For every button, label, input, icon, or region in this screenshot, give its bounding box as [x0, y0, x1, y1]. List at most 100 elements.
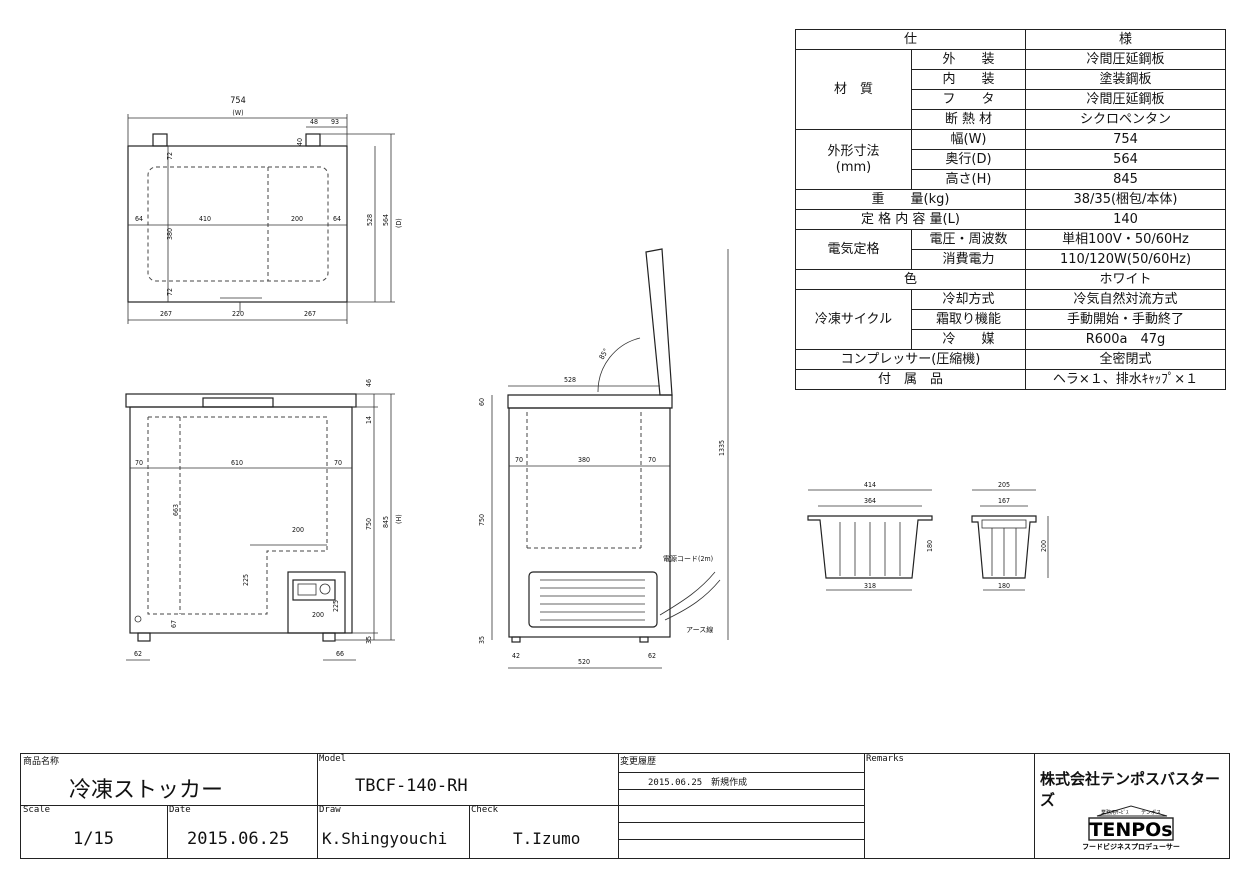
dim-46: 46: [365, 379, 373, 387]
model-number: TBCF-140-RH: [355, 776, 468, 796]
history-row: 2015.06.25 新規作成: [618, 772, 864, 789]
tenpos-logo: 業務用ｻｰﾋﾞｽ テンポス TENPOs フードビジネスプロデューサー: [1079, 800, 1183, 852]
dim-564-sub: (D): [395, 218, 403, 228]
company-cell: 株式会社テンポスバスターズ 業務用ｻｰﾋﾞｽ テンポス TENPOs フードビジ…: [1034, 754, 1229, 858]
title-block: 商品名称 冷凍ストッカー Model TBCF-140-RH 変更履歴 2015…: [20, 753, 1230, 859]
spec-value: 845: [1025, 169, 1226, 190]
product-name: 冷凍ストッカー: [69, 778, 224, 803]
spec-label: 冷却方式: [911, 289, 1026, 310]
dim-72-bottom: 72: [166, 288, 174, 296]
dim-564: 564: [382, 214, 390, 226]
spec-label: 電圧・周波数: [911, 229, 1026, 250]
dim-528: 528: [366, 214, 374, 226]
model-caption: Model: [319, 754, 347, 764]
dim-62: 62: [134, 650, 142, 658]
dim-64-right: 64: [333, 215, 341, 223]
logo-sub: フードビジネスプロデューサー: [1082, 842, 1180, 851]
history-cell: 変更履歴: [618, 754, 864, 772]
basket-dim-180: 180: [926, 540, 934, 552]
spec-value: 110/120W(50/60Hz): [1025, 249, 1226, 270]
basket-side-dim-167: 167: [998, 497, 1010, 505]
dim-845: 845: [382, 516, 390, 528]
vent-grille: [540, 579, 645, 621]
date-cell: Date 2015.06.25: [167, 805, 317, 858]
spec-label: 消費電力: [911, 249, 1026, 270]
product-caption: 商品名称: [23, 757, 60, 767]
accessories-label: 付 属 品: [795, 369, 1026, 390]
product-cell: 商品名称 冷凍ストッカー: [21, 754, 317, 805]
basket-dim-414: 414: [864, 481, 876, 489]
logo-top-left: 業務用ｻｰﾋﾞｽ: [1101, 809, 1129, 816]
side-dim-42: 42: [512, 652, 520, 660]
compressor-value: 全密閉式: [1025, 349, 1226, 370]
dim-70-left: 70: [135, 459, 143, 467]
spec-value: シクロペンタン: [1025, 109, 1226, 130]
dimensions-group: 外形寸法 (mm): [795, 129, 912, 190]
basket-side-dim-200: 200: [1040, 540, 1048, 552]
spec-value: 564: [1025, 149, 1226, 170]
side-dim-528: 528: [564, 376, 576, 384]
dimensions-group-unit: (mm): [835, 159, 872, 175]
cycle-group: 冷凍サイクル: [795, 289, 912, 350]
spec-label: 外 装: [911, 49, 1026, 70]
dim-410: 410: [199, 215, 211, 223]
spec-value: R600a 47g: [1025, 329, 1226, 350]
scale-value: 1/15: [73, 829, 114, 849]
dim-67: 67: [170, 620, 178, 628]
compressor-label: コンプレッサー(圧縮機): [795, 349, 1026, 370]
dim-66: 66: [336, 650, 344, 658]
spec-label: フ タ: [911, 89, 1026, 110]
basket-dim-318: 318: [864, 582, 876, 590]
basket-side-dim-180: 180: [998, 582, 1010, 590]
logo-text: TENPOs: [1089, 819, 1172, 841]
dim-225-b: 225: [332, 600, 340, 612]
spec-value: 手動開始・手動終了: [1025, 309, 1226, 330]
accessories-value: ヘラ×１、排水ｷｬｯﾌﾟ×１: [1025, 369, 1226, 390]
spec-label: 霜取り機能: [911, 309, 1026, 330]
spec-value: 754: [1025, 129, 1226, 150]
history-caption: 変更履歴: [620, 757, 657, 767]
dim-200-a: 200: [292, 526, 304, 534]
spec-label: 断 熱 材: [911, 109, 1026, 130]
dim-754-sub: (W): [232, 109, 243, 117]
spec-value: 冷気自然対流方式: [1025, 289, 1226, 310]
dim-267-right: 267: [304, 310, 316, 318]
spec-label: 内 装: [911, 69, 1026, 90]
basket-side-view: 205 167 180 200: [971, 481, 1049, 591]
materials-group: 材 質: [795, 49, 912, 130]
weight-label: 重 量(kg): [795, 189, 1026, 210]
scale-cell: Scale 1/15: [21, 805, 167, 858]
dim-35: 35: [365, 636, 373, 644]
dim-200-b: 200: [312, 611, 324, 619]
spec-header-right: 様: [1025, 29, 1226, 50]
side-dim-520: 520: [578, 658, 590, 666]
electric-group: 電気定格: [795, 229, 912, 270]
basket-dim-364: 364: [864, 497, 876, 505]
side-dim-70-left: 70: [515, 456, 523, 464]
dim-267-left: 267: [160, 310, 172, 318]
weight-value: 38/35(梱包/本体): [1025, 189, 1226, 210]
dim-72-top: 72: [166, 152, 174, 160]
spec-table: 仕 様 材 質 外 装 冷間圧延鋼板 内 装 塗装鋼板 フ タ 冷間圧延鋼板 断…: [795, 29, 1226, 390]
spec-value: 単相100V・50/60Hz: [1025, 229, 1226, 250]
draw-caption: Draw: [319, 805, 341, 815]
dim-220: 220: [232, 310, 244, 318]
top-view: 754 (W) 48 93 40 72 380 72 64 410 200 64…: [127, 96, 403, 324]
color-value: ホワイト: [1025, 269, 1226, 290]
earth-label: アース線: [686, 625, 713, 634]
dim-750: 750: [365, 518, 373, 530]
side-dim-750: 750: [478, 514, 486, 526]
check-value: T.Izumo: [513, 829, 581, 848]
dim-14: 14: [365, 416, 373, 424]
dim-93: 93: [331, 118, 339, 126]
spec-value: 冷間圧延鋼板: [1025, 49, 1226, 70]
color-label: 色: [795, 269, 1026, 290]
spec-value: 塗装鋼板: [1025, 69, 1226, 90]
spec-value: 冷間圧延鋼板: [1025, 89, 1226, 110]
basket-front-view: 414 364 318 180: [807, 481, 934, 591]
side-dim-62: 62: [648, 652, 656, 660]
remarks-cell: Remarks: [864, 754, 1034, 858]
logo-top-right: テンポス: [1141, 809, 1161, 816]
side-dim-35: 35: [478, 636, 486, 644]
basket-side-dim-205: 205: [998, 481, 1010, 489]
